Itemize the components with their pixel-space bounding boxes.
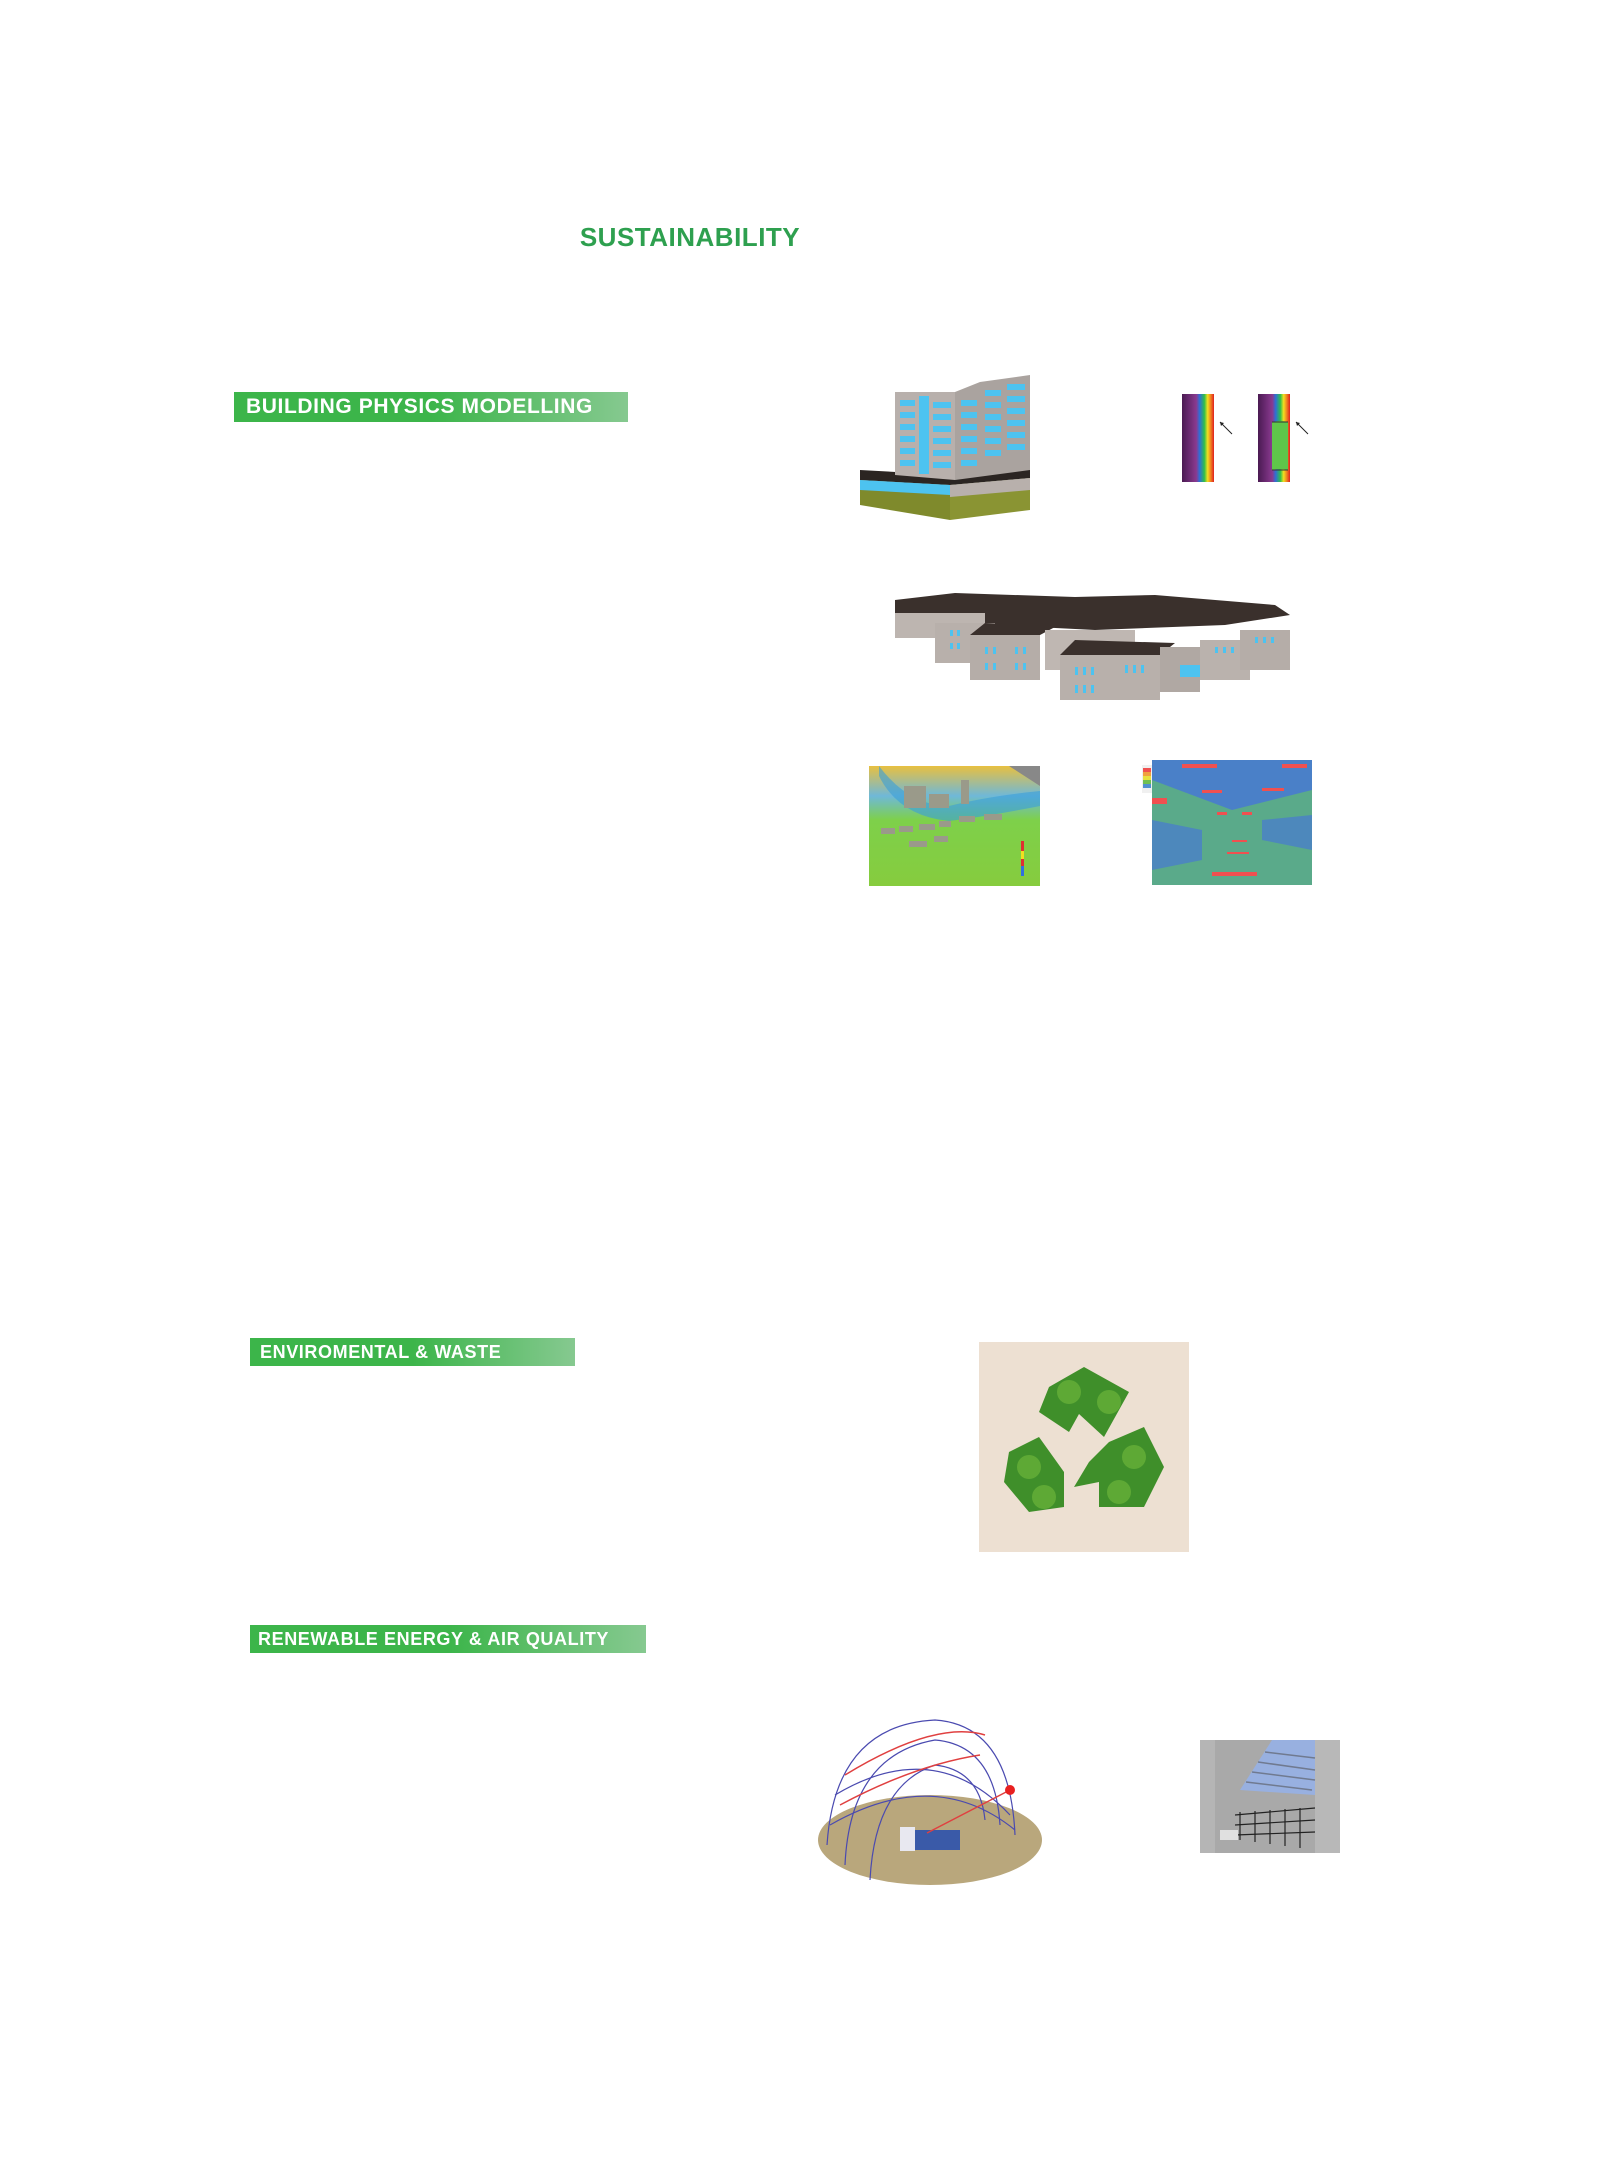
sun-path-diagram-image [815,1705,1065,1895]
recycle-symbol-image [979,1342,1189,1552]
daylight-analysis-image [1142,760,1312,885]
skylight-interior-image [1200,1740,1340,1853]
section-heading-renewable-air-quality: RENEWABLE ENERGY & AIR QUALITY [250,1625,646,1653]
campus-energy-model-image [895,585,1295,700]
thermal-bridge-simulation-image [1180,390,1320,485]
section-heading-environmental-waste: ENVIROMENTAL & WASTE [250,1338,575,1366]
cfd-wind-simulation-image [869,766,1040,886]
building-energy-model-image [855,370,1035,520]
page-title: SUSTAINABILITY [579,222,801,252]
section-heading-building-physics: BUILDING PHYSICS MODELLING [234,392,628,422]
